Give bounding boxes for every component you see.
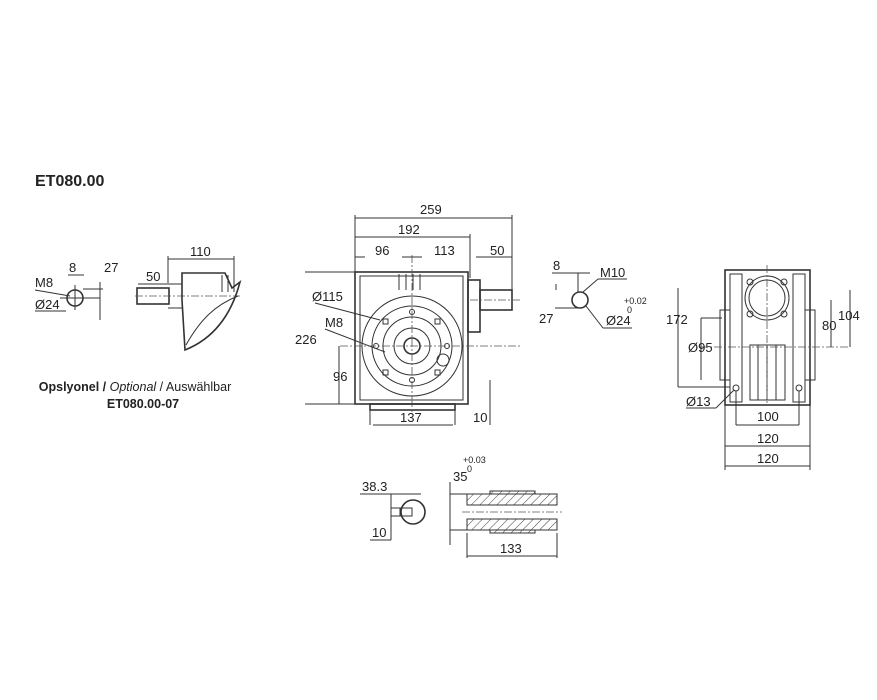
bore-label: 35 [453, 469, 467, 484]
option-caption: Opslyonel / Optional / Auswählbar [39, 380, 231, 394]
keyway-depth-label: 38.3 [362, 479, 387, 494]
output-thread-label: M10 [600, 265, 625, 280]
output-key-width-label: 8 [553, 258, 560, 273]
side-height-label: 172 [666, 312, 688, 327]
side-foot-width-label: 120 [757, 431, 779, 446]
input-shaft-end-view: 8 27 M8 Ø24 [34, 260, 118, 320]
caption-part3: / Auswählbar [156, 380, 231, 394]
side-hole-spacing-label: 100 [757, 409, 779, 424]
foot-height-label: 10 [473, 410, 487, 425]
input-height-label: 27 [104, 260, 118, 275]
side-top-offset-label: 104 [838, 308, 860, 323]
flange-diameter-label: Ø115 [312, 289, 343, 304]
bore-tol-lower: 0 [467, 464, 472, 474]
output-diameter-label: Ø24 [606, 313, 631, 328]
gearbox-front-view: 259 192 96 113 50 Ø115 M8 226 96 137 10 [295, 202, 520, 426]
hollow-shaft-view: 38.3 10 35 +0.03 0 133 [360, 455, 562, 558]
axis-height-label: 96 [333, 369, 347, 384]
center-to-right-label: 113 [434, 243, 455, 258]
caption-part1: Opslyonel / [39, 380, 110, 394]
option-code: ET080.00-07 [107, 397, 179, 411]
input-key-width-label: 8 [69, 260, 76, 275]
overall-width-label: 259 [420, 202, 442, 217]
side-flange-diameter-label: Ø95 [688, 340, 713, 355]
housing-width-label: 192 [398, 222, 420, 237]
option-side-view: 110 50 [135, 244, 242, 352]
option-shaft-length-label: 50 [146, 269, 160, 284]
height-label: 226 [295, 332, 317, 347]
shaft-length-label: 50 [490, 243, 504, 258]
left-to-center-label: 96 [375, 243, 389, 258]
flange-thread-label: M8 [325, 315, 343, 330]
output-tol-upper: +0.02 [624, 296, 647, 306]
side-center-offset-label: 80 [822, 318, 836, 333]
output-height-label: 27 [539, 311, 553, 326]
option-length-label: 110 [190, 244, 211, 259]
gearbox-side-view: 172 Ø95 Ø13 80 104 100 120 120 [666, 265, 860, 470]
side-overall-width-label: 120 [757, 451, 779, 466]
keyway-width-label: 10 [372, 525, 386, 540]
bore-tol-upper: +0.03 [463, 455, 486, 465]
output-shaft-end-view: 8 M10 27 Ø24 +0.02 0 [539, 258, 647, 329]
drawing-title: ET080.00 [35, 173, 104, 190]
input-diameter-label: Ø24 [35, 297, 60, 312]
caption-part2: Optional [110, 380, 158, 394]
shaft-length-total-label: 133 [500, 541, 522, 556]
foot-width-label: 137 [400, 410, 422, 425]
output-tol-lower: 0 [627, 305, 632, 315]
side-hole-diameter-label: Ø13 [686, 394, 711, 409]
input-thread-label: M8 [35, 275, 53, 290]
